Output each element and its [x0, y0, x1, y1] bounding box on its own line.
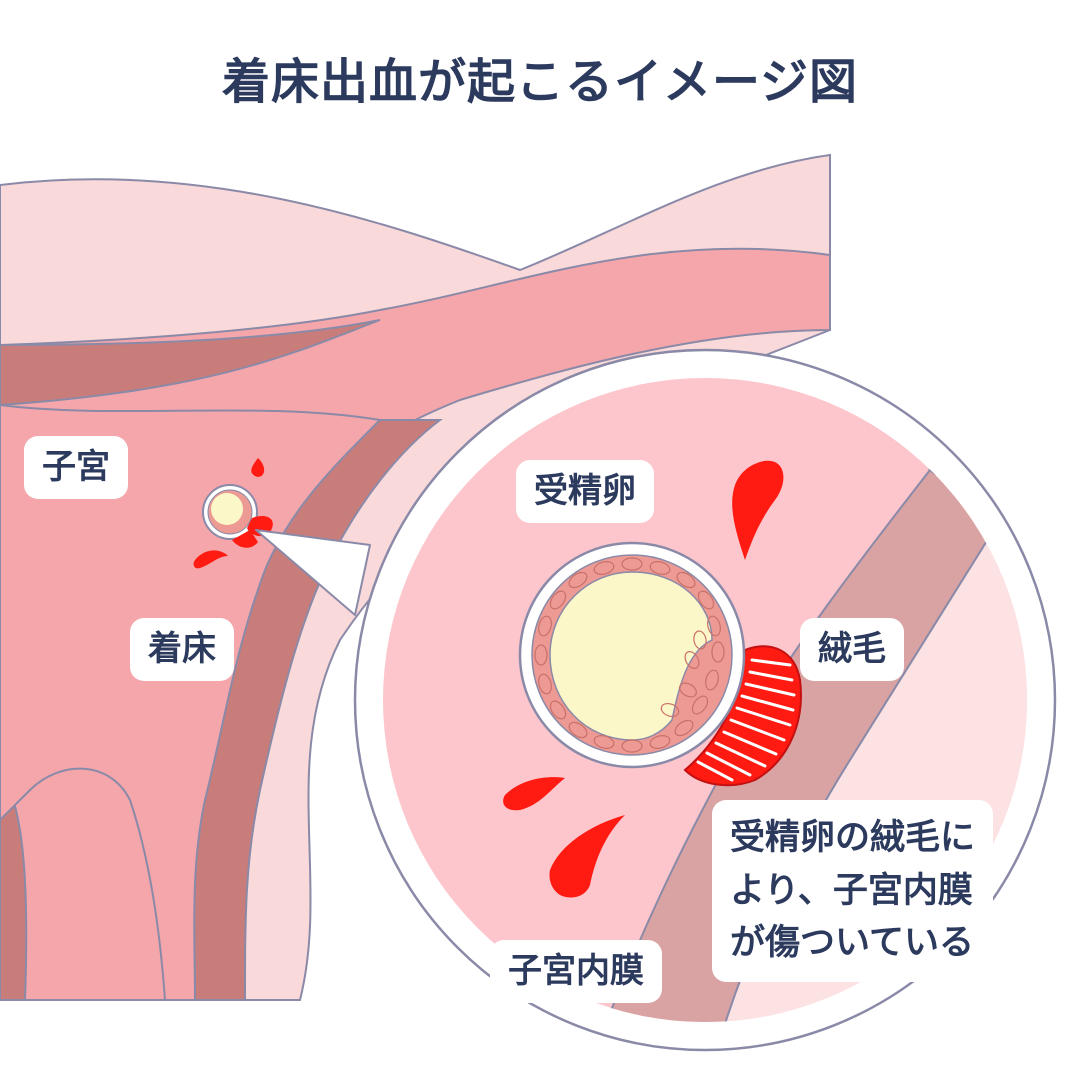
uterus-inner-band [0, 319, 381, 407]
label-fertilized-egg: 受精卵 [516, 460, 654, 523]
zoom-pointer [255, 529, 371, 616]
blood-drop [549, 815, 625, 898]
label-uterus: 子宮 [24, 436, 128, 499]
small-blood-drop [251, 458, 265, 477]
uterus-cavity [0, 403, 383, 1001]
villi [683, 645, 802, 787]
label-note: 受精卵の絨毛に より、子宮内膜 が傷ついている [712, 800, 994, 982]
fertilized-egg [518, 541, 746, 769]
blood-drop [732, 460, 784, 560]
blood-drop [503, 777, 565, 811]
small-blood-drop [193, 550, 228, 569]
diagram-title: 着床出血が起こるイメージ図 [221, 54, 859, 110]
label-villi: 絨毛 [800, 618, 904, 681]
label-implantation: 着床 [130, 618, 234, 681]
small-egg [202, 484, 273, 548]
label-endometrium: 子宮内膜 [490, 940, 662, 1003]
